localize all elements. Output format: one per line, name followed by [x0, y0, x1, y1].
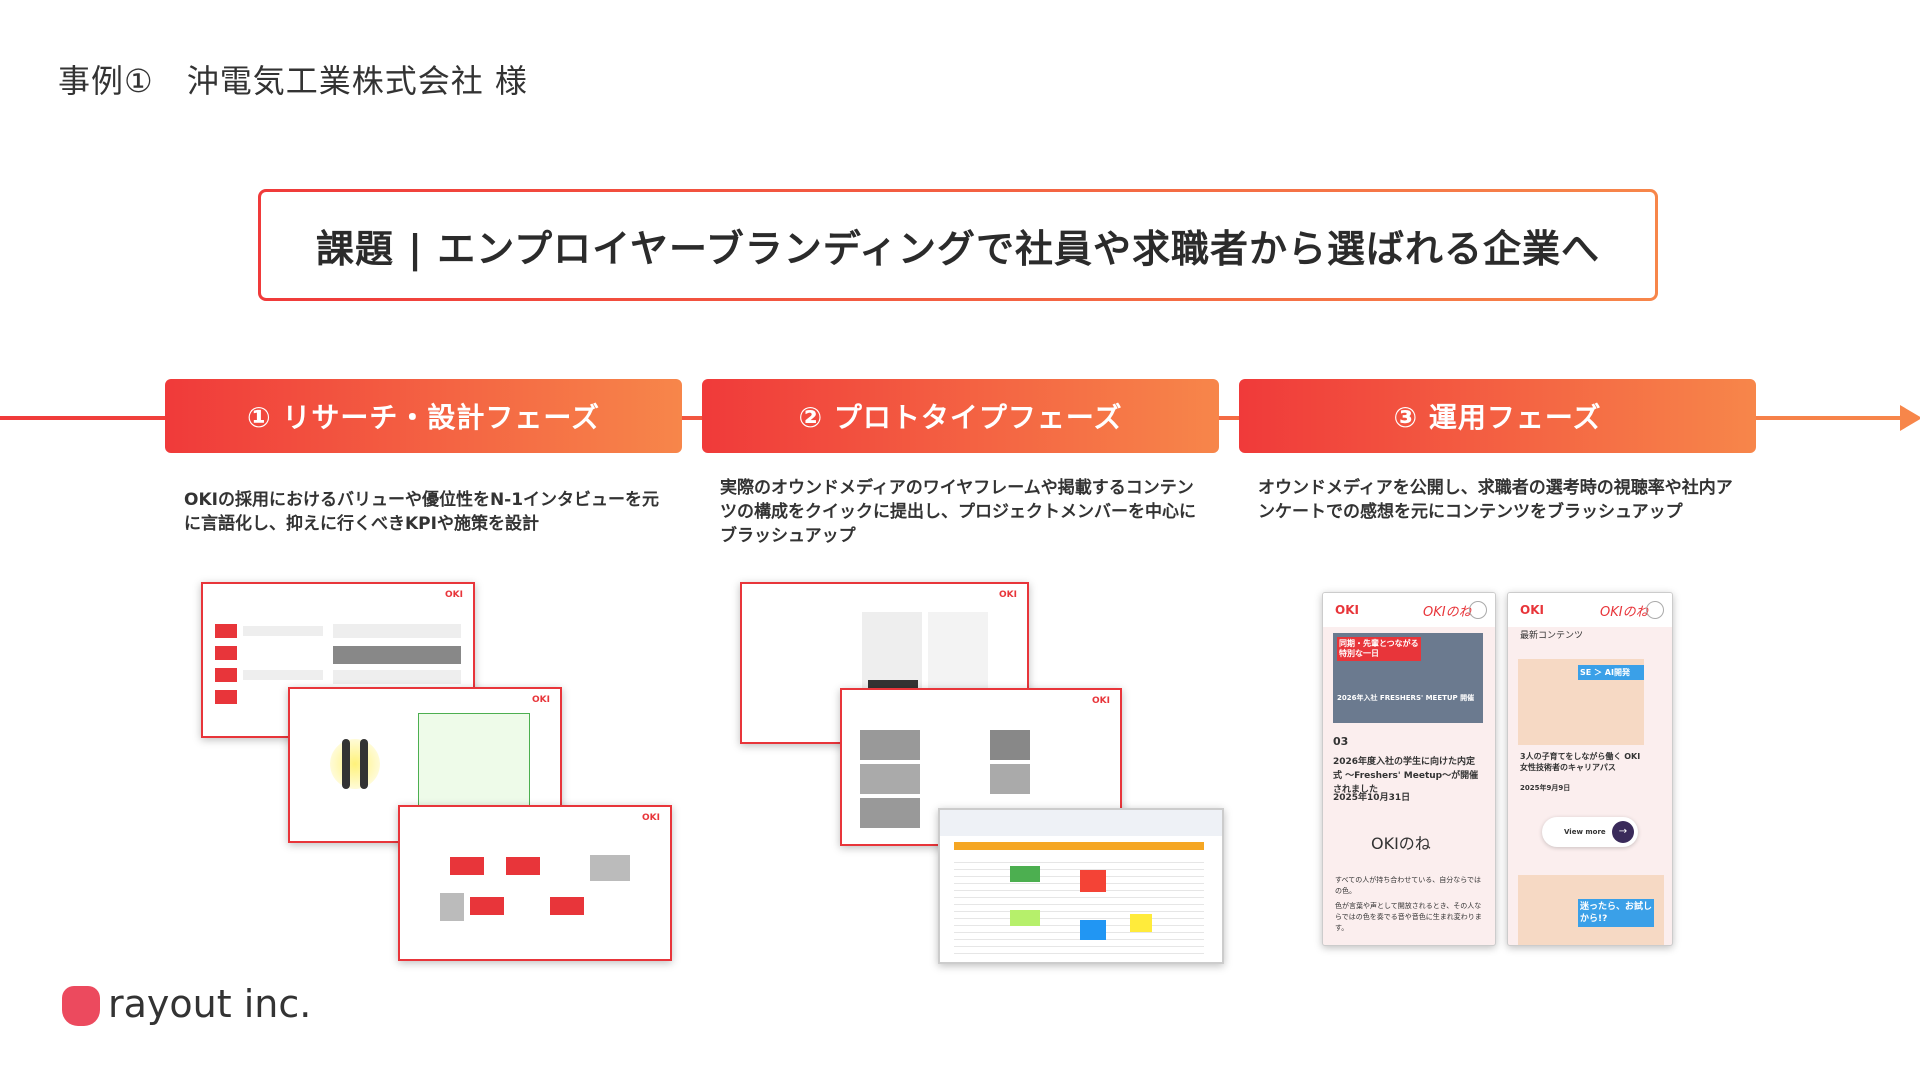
body-text-2: 色が言葉や声として開放されるとき、その人ならではの色を奏でる音や音色に生まれ変わ… [1335, 902, 1482, 932]
article-number: 03 [1333, 735, 1349, 748]
oki-logo: OKI [532, 695, 550, 705]
phone-mockup-1: OKI OKIのね 同期・先輩とつながる特別な一日 2026年入社 FRESHE… [1322, 592, 1496, 946]
research-doc-thumbnail-3: OKI [398, 805, 672, 961]
phase-operation: ③ 運用フェーズ [1239, 379, 1756, 453]
hero-caption: 2026年入社 FRESHERS' MEETUP 開催 [1337, 694, 1475, 702]
article-date: 2025年10月31日 [1333, 793, 1411, 803]
phone-mockup-2: OKI OKIのね 最新コンテンツ SE ＞ AI開発 3人の子育てをしながら働… [1507, 592, 1673, 946]
view-more-label: View more [1564, 828, 1606, 836]
phase-prototype: ② プロトタイプフェーズ [702, 379, 1219, 453]
phase-research-description: OKIの採用におけるバリューや優位性をN-1インタビューを元に言語化し、抑えに行… [184, 490, 660, 534]
brand-logo: OKIのね [1371, 834, 1431, 853]
site-logo: OKIのね [1600, 605, 1649, 620]
banner-text: 迷ったら、お試しから!? [1578, 899, 1654, 927]
article-title[interactable]: 2026年度入社の学生に向けた内定式 〜Freshers' Meetup〜が開催… [1333, 757, 1479, 795]
article-date: 2025年9月9日 [1520, 784, 1571, 792]
menu-icon[interactable] [1646, 601, 1664, 619]
phase-prototype-description: 実際のオウンドメディアのワイヤフレームや掲載するコンテンツの構成をクイックに提出… [720, 478, 1196, 546]
brand-logo-icon [62, 986, 100, 1026]
phase-research: ① リサーチ・設計フェーズ [165, 379, 682, 453]
issue-text: 課題 | エンプロイヤーブランディングで社員や求職者から選ばれる企業へ [315, 226, 1601, 271]
article-title[interactable]: 3人の子育てをしながら働く OKI女性技術者のキャリアパス [1520, 752, 1641, 772]
menu-icon[interactable] [1469, 601, 1487, 619]
body-text-1: すべての人が持ち合わせている、自分ならではの色。 [1335, 876, 1482, 895]
prototype-spreadsheet-thumbnail [938, 808, 1224, 964]
oki-logo: OKI [999, 590, 1017, 600]
slide-title: 事例① 沖電気工業株式会社 様 [58, 62, 528, 100]
issue-box: 課題 | エンプロイヤーブランディングで社員や求職者から選ばれる企業へ [258, 189, 1658, 301]
oki-logo: OKI [1092, 696, 1110, 706]
oki-logo: OKI [445, 590, 463, 600]
arrow-right-icon: → [1612, 821, 1634, 843]
oki-logo: OKI [642, 813, 660, 823]
oki-logo: OKI [1520, 603, 1544, 617]
hero-banner: 同期・先輩とつながる特別な一日 [1337, 637, 1421, 661]
view-more-button[interactable]: View more → [1542, 817, 1638, 847]
section-heading: 最新コンテンツ [1520, 631, 1584, 641]
oki-logo: OKI [1335, 603, 1359, 617]
flow-arrow-icon [1900, 405, 1920, 431]
brand-name: rayout inc. [108, 982, 312, 1026]
article-tag: SE ＞ AI開発 [1578, 665, 1644, 680]
site-logo: OKIのね [1423, 605, 1472, 620]
phase-operation-description: オウンドメディアを公開し、求職者の選考時の視聴率や社内アンケートでの感想を元にコ… [1258, 478, 1733, 522]
